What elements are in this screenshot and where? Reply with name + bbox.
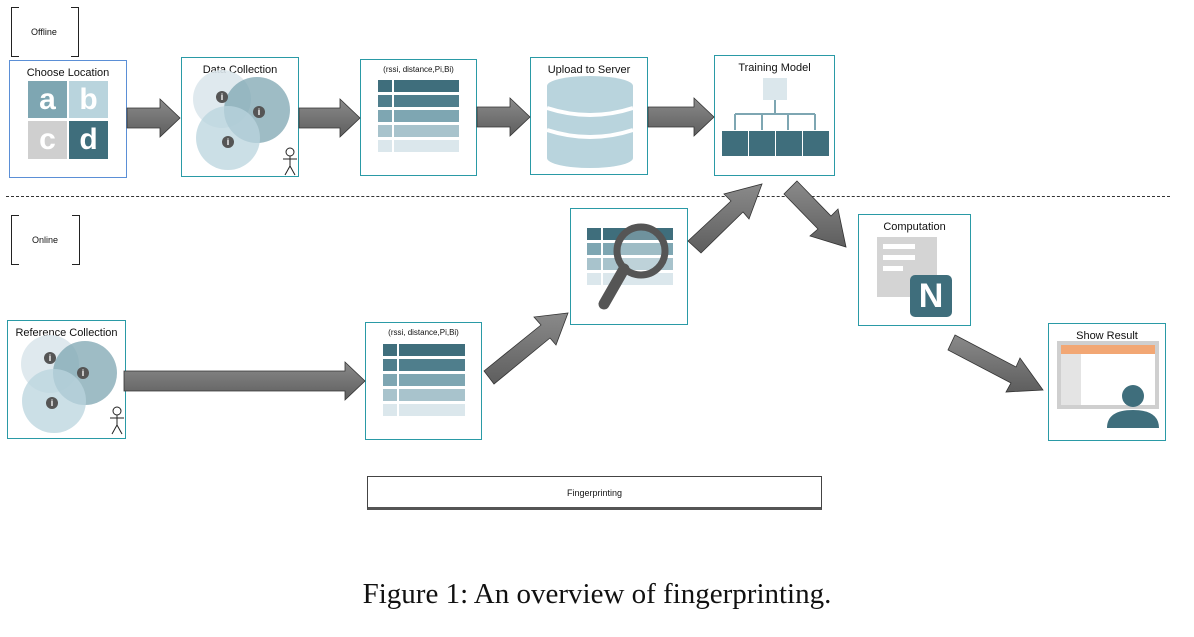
- training-model-box: Training Model: [714, 55, 835, 176]
- table-icon: [383, 344, 465, 416]
- n-logo-icon: N: [910, 275, 952, 317]
- stick-figure-icon: [110, 406, 124, 435]
- reference-collection-box: Reference Collection i i i: [7, 320, 126, 439]
- training-model-label: Training Model: [738, 62, 811, 74]
- svg-text:i: i: [221, 92, 224, 102]
- arrow-7: [687, 183, 763, 254]
- fingerprinting-bar-label: Fingerprinting: [566, 488, 623, 498]
- figure-caption: Figure 1: An overview of fingerprinting.: [362, 578, 832, 610]
- reference-collection-label: Reference Collection: [15, 327, 118, 339]
- svg-text:i: i: [49, 353, 52, 363]
- location-tile-c: c: [28, 121, 67, 159]
- signal-circles-icon: i i i: [21, 335, 124, 435]
- offline-online-divider: [6, 196, 1170, 197]
- online-bracket-right: [72, 215, 80, 265]
- data-table-online-label: (rssi, distance,Pi,Bi): [388, 328, 459, 337]
- search-box: [570, 208, 688, 325]
- arrow-5: [123, 361, 366, 401]
- tree-icon: [722, 78, 829, 156]
- show-result-box: Show Result: [1048, 323, 1166, 441]
- offline-bracket-left: [11, 7, 19, 57]
- fingerprinting-bar: Fingerprinting: [367, 476, 822, 510]
- location-tile-a: a: [28, 81, 67, 118]
- database-icon: [546, 76, 634, 168]
- computation-box: Computation N: [858, 214, 971, 326]
- svg-text:i: i: [227, 137, 230, 147]
- magnifier-icon: [587, 223, 673, 310]
- arrow-3: [476, 97, 531, 137]
- svg-text:i: i: [258, 107, 261, 117]
- stick-figure-icon: [283, 147, 297, 176]
- arrow-6: [483, 312, 569, 385]
- svg-text:i: i: [82, 368, 85, 378]
- computation-label: Computation: [883, 221, 946, 233]
- upload-server-label: Upload to Server: [547, 64, 631, 76]
- show-result-label: Show Result: [1076, 330, 1138, 342]
- arrow-8: [783, 180, 847, 248]
- online-label: Online: [32, 235, 59, 245]
- upload-server-box: Upload to Server: [530, 57, 648, 175]
- data-table-box-offline: (rssi, distance,Pi,Bi): [360, 59, 477, 176]
- arrow-9: [947, 334, 1044, 393]
- data-table-box-online: (rssi, distance,Pi,Bi): [365, 322, 482, 440]
- choose-location-label: Choose Location: [26, 67, 110, 79]
- arrow-4: [647, 97, 715, 137]
- arrow-2: [298, 98, 361, 138]
- signal-circles-icon: i i i: [193, 70, 297, 176]
- offline-label: Offline: [31, 27, 57, 37]
- svg-text:i: i: [51, 398, 54, 408]
- location-tile-b: b: [69, 81, 108, 118]
- online-bracket-left: [11, 215, 19, 265]
- choose-location-box: Choose Location a b c d: [9, 60, 127, 178]
- arrow-1: [126, 98, 181, 138]
- table-icon: [378, 80, 459, 152]
- user-icon: [1057, 341, 1159, 428]
- info-icon: [216, 91, 228, 103]
- location-grid: a b c d: [28, 81, 110, 159]
- data-table-offline-label: (rssi, distance,Pi,Bi): [383, 65, 454, 74]
- offline-bracket-right: [71, 7, 79, 57]
- location-tile-d: d: [69, 121, 108, 159]
